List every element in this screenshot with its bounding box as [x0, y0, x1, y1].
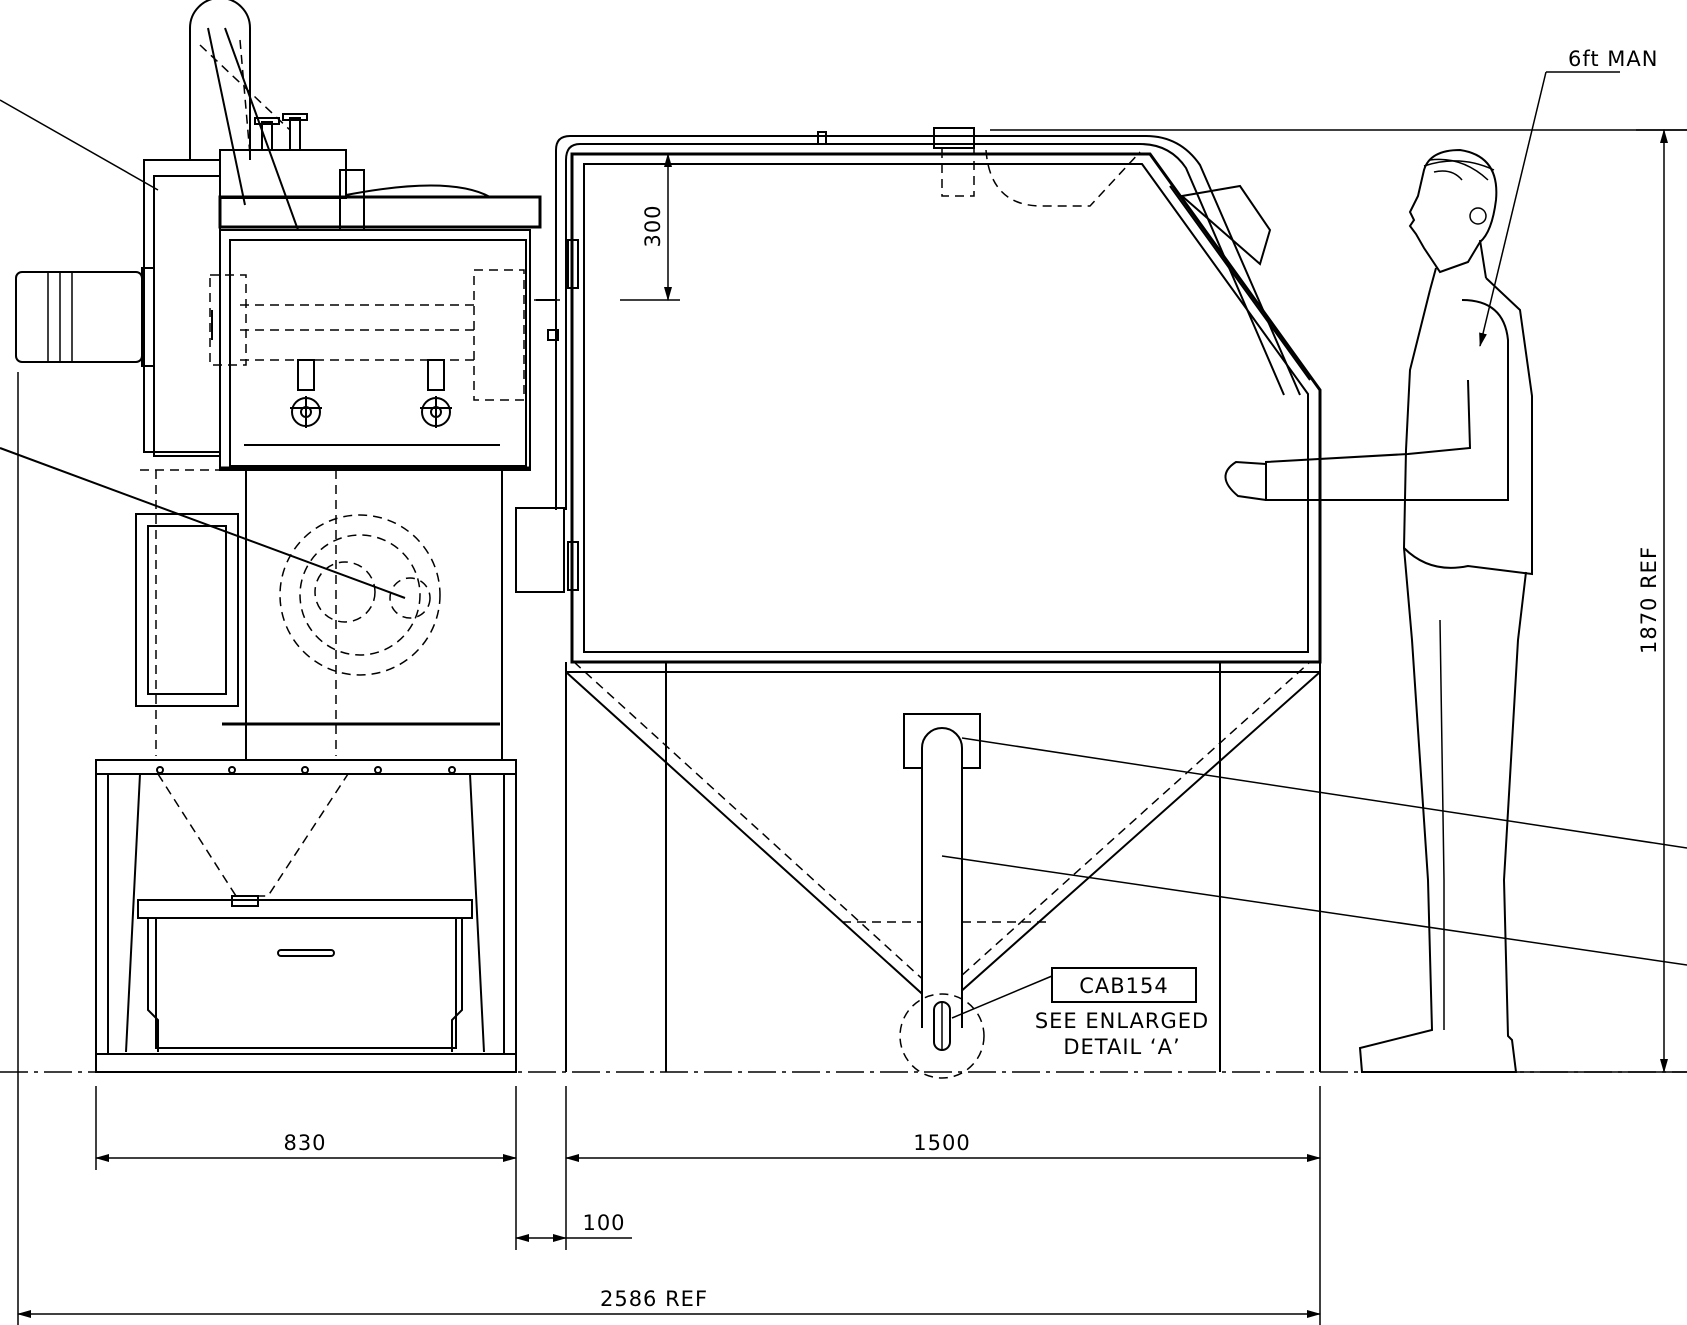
- man-arm: [1265, 299, 1509, 501]
- valve-right: [420, 359, 452, 428]
- dim-gap: 100: [582, 1211, 625, 1235]
- top-rail: [555, 135, 1301, 510]
- man-label: 6ft MAN: [1568, 47, 1659, 71]
- exhaust-duct: [189, 0, 251, 160]
- part-label-box: [1051, 967, 1197, 1003]
- valve-left: [290, 359, 322, 428]
- detail-note-line1: SEE ENLARGED: [1035, 1009, 1209, 1033]
- dim-overall-length: 2586 REF: [600, 1287, 708, 1311]
- dim-cabinet-clearance: 300: [641, 204, 665, 247]
- dust-drawer: [137, 899, 473, 919]
- return-pipe: [921, 727, 963, 1028]
- base-frame: [95, 759, 517, 775]
- part-label: CAB154: [1079, 974, 1169, 998]
- man-head: [1408, 148, 1498, 274]
- dim-cabinet-width: 1500: [913, 1131, 970, 1155]
- man-legs: [1358, 547, 1527, 1073]
- viewing-window: [1179, 184, 1272, 266]
- blast-cabinet: [515, 127, 1687, 1079]
- access-door: [135, 513, 239, 707]
- leader-lines: [0, 71, 1687, 1019]
- man-torso: [1402, 277, 1533, 576]
- fan-housing: [143, 159, 221, 453]
- dim-collector-width: 830: [283, 1131, 326, 1155]
- dimensions: [17, 129, 1687, 1325]
- cabinet-body: [570, 152, 1322, 664]
- filter-housing: [218, 195, 542, 229]
- dim-overall-height: 1870 REF: [1637, 546, 1661, 654]
- dust-collector: [0, 0, 542, 1073]
- motor: [15, 271, 143, 363]
- man-figure: [1224, 148, 1533, 1073]
- detail-note-line2: DETAIL ‘A’: [1063, 1035, 1180, 1059]
